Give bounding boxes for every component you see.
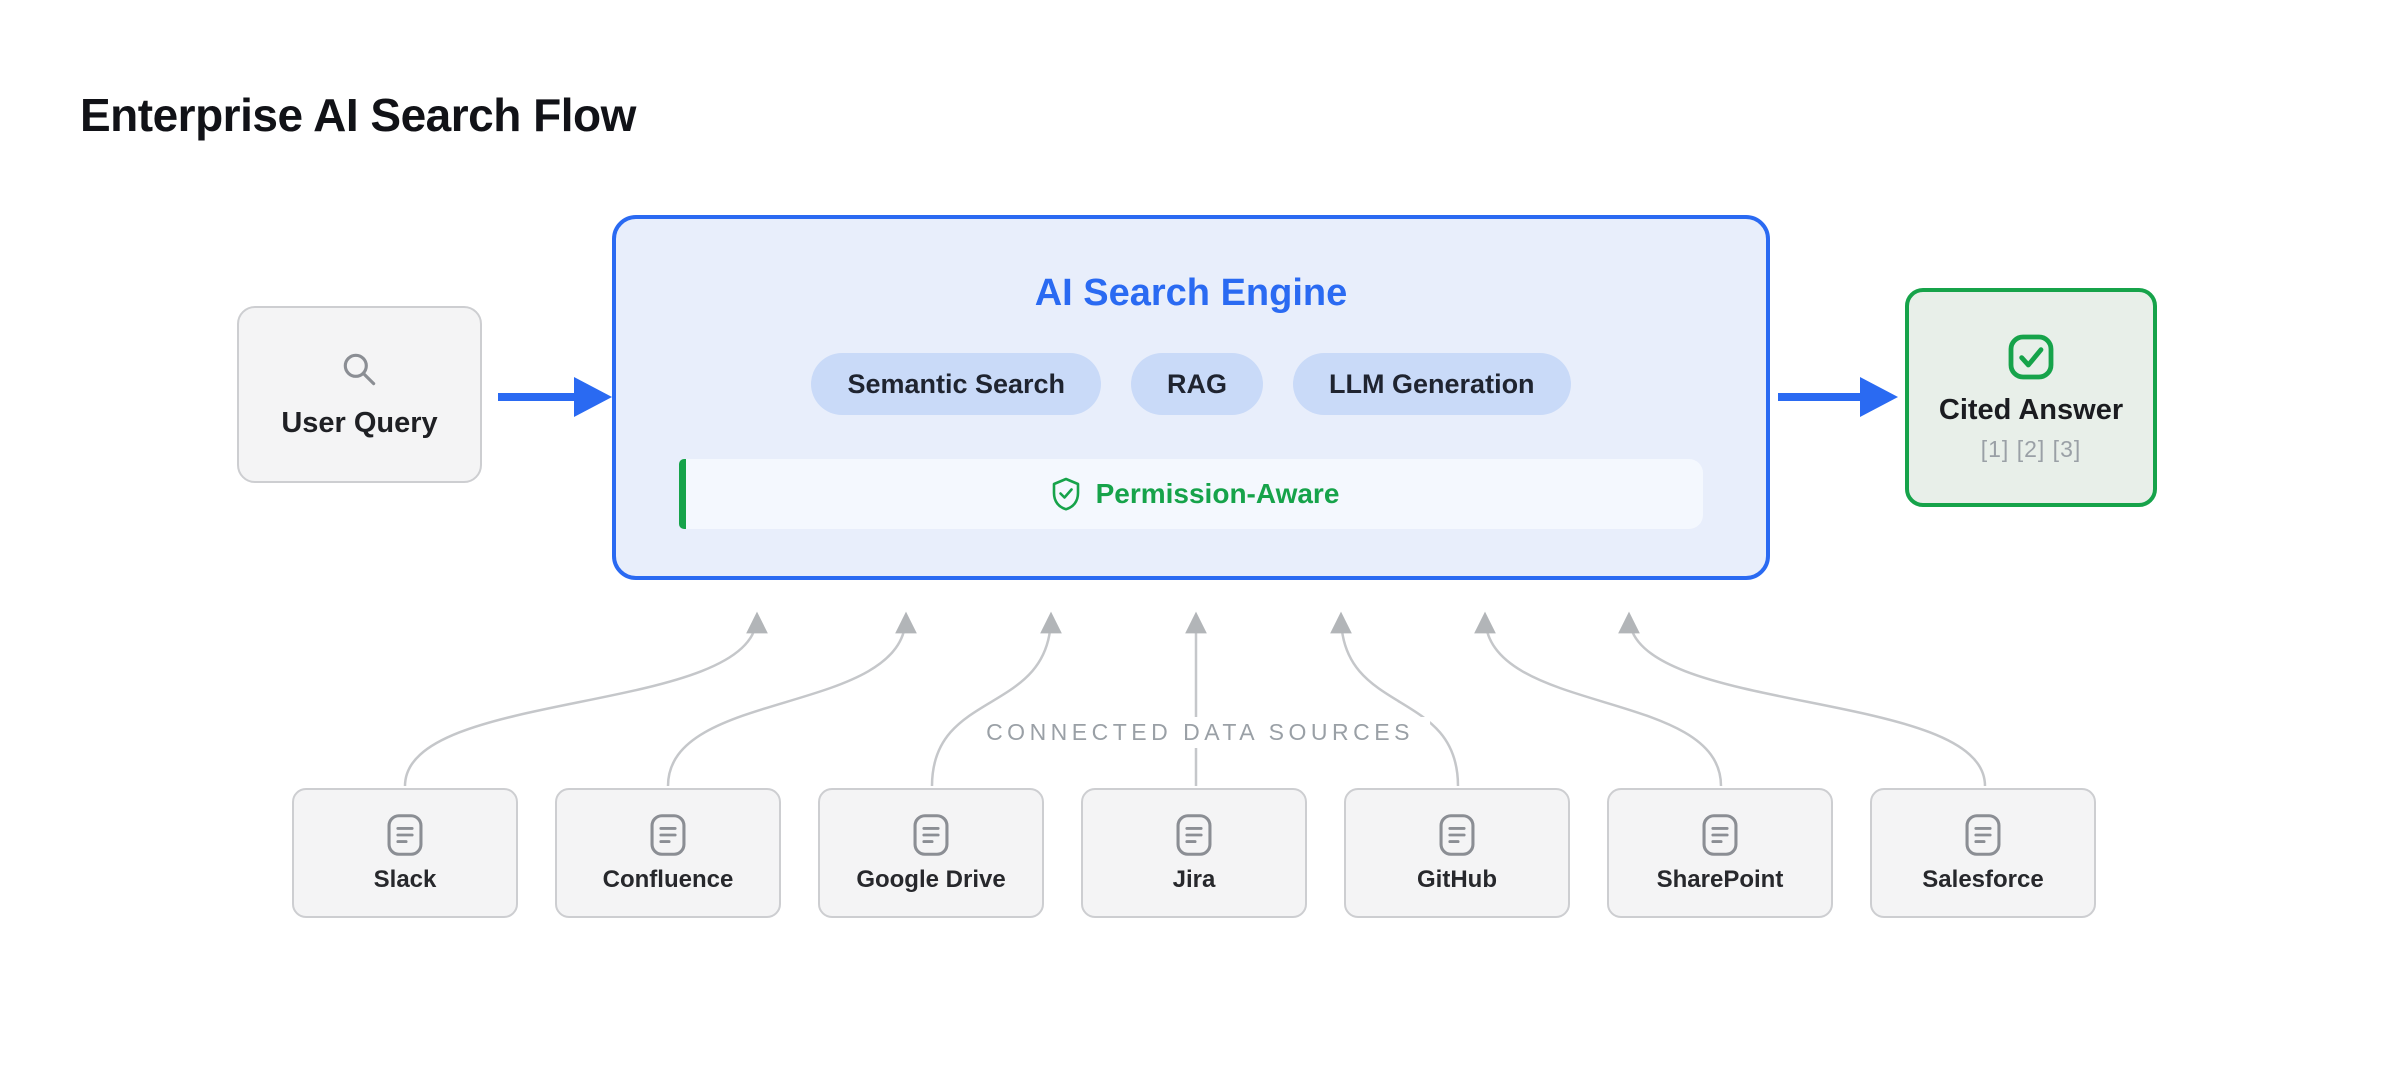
source-label: Confluence (602, 865, 734, 893)
document-icon (650, 813, 686, 856)
source-label: Salesforce (1922, 865, 2044, 893)
source-row: Slack Confluence Google Drive Jira (292, 788, 2096, 918)
source-box-google-drive: Google Drive (818, 788, 1044, 918)
document-icon (1176, 813, 1212, 856)
ai-search-engine-node: AI Search Engine Semantic Search RAG LLM… (612, 215, 1770, 580)
source-box-slack: Slack (292, 788, 518, 918)
page-title: Enterprise AI Search Flow (80, 89, 636, 141)
engine-title: AI Search Engine (1034, 272, 1348, 314)
source-label: SharePoint (1656, 865, 1784, 893)
source-connector-arrows (403, 611, 1987, 787)
cited-answer-label: Cited Answer (1938, 393, 2124, 426)
source-label: Jira (1172, 865, 1216, 893)
document-icon (913, 813, 949, 856)
shield-check-icon (1052, 477, 1079, 511)
source-box-salesforce: Salesforce (1870, 788, 2096, 918)
source-label: Slack (373, 865, 437, 893)
pill-semantic-search: Semantic Search (811, 353, 1102, 415)
pill-llm-generation: LLM Generation (1293, 353, 1571, 415)
document-icon (387, 813, 423, 856)
user-query-label: User Query (281, 407, 438, 439)
permission-aware-badge: Permission-Aware (679, 459, 1703, 529)
source-box-confluence: Confluence (555, 788, 781, 918)
document-icon (1702, 813, 1738, 856)
source-box-sharepoint: SharePoint (1607, 788, 1833, 918)
cited-answer-node: Cited Answer [1] [2] [3] (1905, 288, 2157, 507)
source-label: Google Drive (856, 865, 1006, 893)
source-box-jira: Jira (1081, 788, 1307, 918)
sources-heading: CONNECTED DATA SOURCES (970, 717, 1430, 748)
document-icon (1439, 813, 1475, 856)
permission-aware-label: Permission-Aware (1095, 478, 1340, 509)
citation-markers: [1] [2] [3] (1980, 435, 2082, 462)
engine-capability-pills: Semantic Search RAG LLM Generation (811, 353, 1571, 415)
checkbox-icon (2008, 334, 2054, 379)
flow-arrow-engine-to-answer (1778, 377, 1898, 417)
search-icon (343, 353, 375, 386)
source-label: GitHub (1417, 865, 1497, 893)
source-box-github: GitHub (1344, 788, 1570, 918)
document-icon (1965, 813, 2001, 856)
flow-arrow-query-to-engine (498, 377, 612, 417)
user-query-node: User Query (237, 306, 482, 483)
pill-rag: RAG (1131, 353, 1264, 415)
